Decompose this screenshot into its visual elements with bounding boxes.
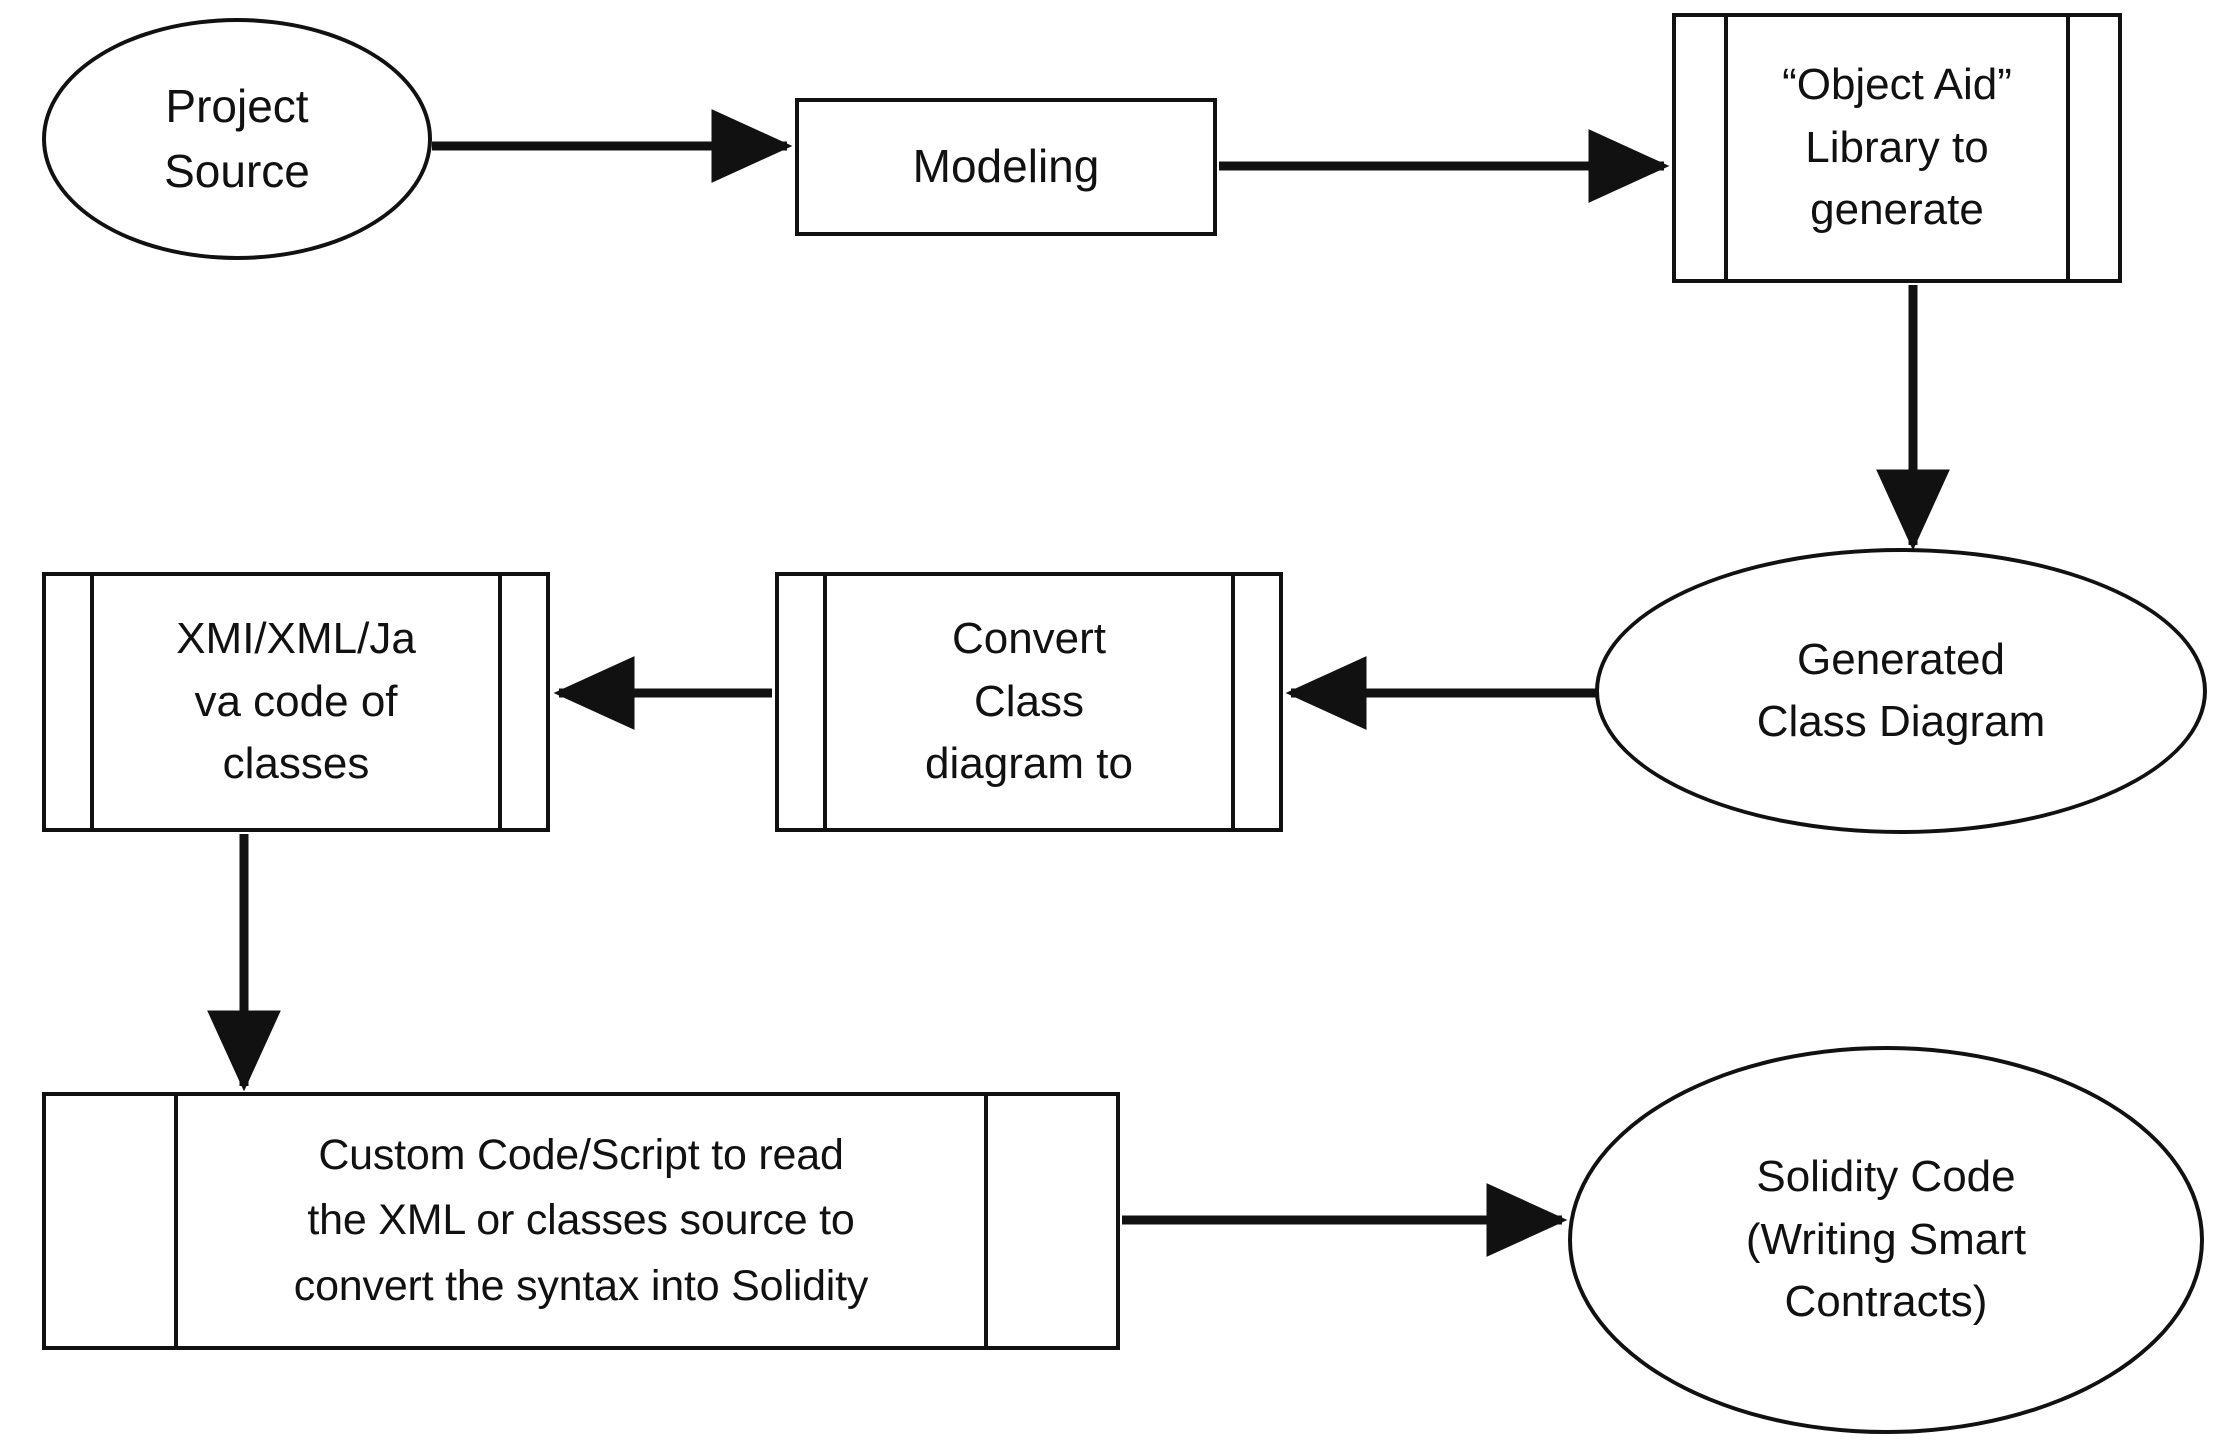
node-xmi-xml-java-label: XMI/XML/Ja va code of classes	[176, 614, 416, 789]
node-modeling[interactable]: Modeling	[795, 98, 1217, 236]
node-solidity-code[interactable]: Solidity Code (Writing Smart Contracts)	[1568, 1046, 2204, 1434]
predefined-process-right-bar	[2066, 17, 2070, 279]
predefined-process-left-bar	[823, 576, 827, 828]
predefined-process-left-bar	[1724, 17, 1728, 279]
node-convert-class-diagram-label: Convert Class diagram to	[925, 614, 1133, 789]
node-generated-class-diagram[interactable]: Generated Class Diagram	[1595, 548, 2207, 834]
node-project-source-label: Project Source	[164, 79, 310, 197]
node-xmi-xml-java[interactable]: XMI/XML/Ja va code of classes	[42, 572, 550, 832]
node-project-source[interactable]: Project Source	[42, 18, 432, 260]
node-solidity-code-label: Solidity Code (Writing Smart Contracts)	[1745, 1152, 2027, 1327]
predefined-process-right-bar	[498, 576, 502, 828]
predefined-process-left-bar	[174, 1096, 178, 1346]
node-custom-code-label: Custom Code/Script to read the XML or cl…	[293, 1130, 869, 1310]
node-generated-class-diagram-label: Generated Class Diagram	[1756, 634, 2046, 746]
node-object-aid[interactable]: “Object Aid” Library to generate	[1672, 13, 2122, 283]
node-custom-code[interactable]: Custom Code/Script to read the XML or cl…	[42, 1092, 1120, 1350]
node-object-aid-label: “Object Aid” Library to generate	[1782, 60, 2012, 235]
predefined-process-right-bar	[984, 1096, 988, 1346]
predefined-process-right-bar	[1231, 576, 1235, 828]
node-convert-class-diagram[interactable]: Convert Class diagram to	[775, 572, 1283, 832]
predefined-process-left-bar	[90, 576, 94, 828]
node-modeling-label: Modeling	[912, 140, 1100, 193]
